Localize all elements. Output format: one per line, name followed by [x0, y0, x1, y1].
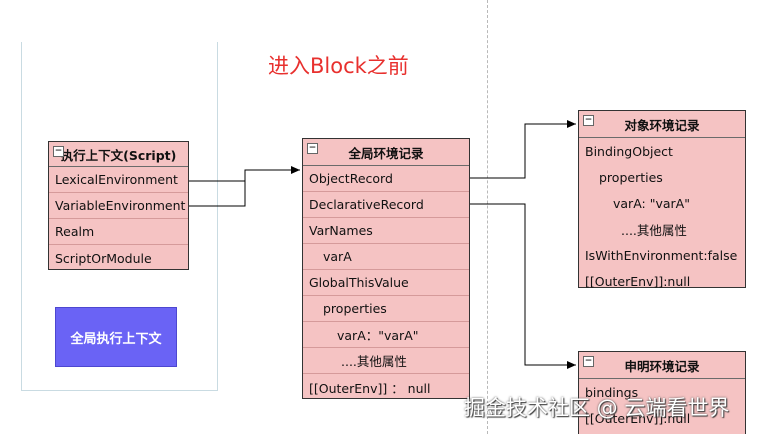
- row-var-names: VarNames: [303, 218, 469, 244]
- row-other-properties: ....其他属性: [303, 348, 469, 374]
- arrow-declarative-record: [470, 203, 576, 369]
- row-script-or-module: ScriptOrModule: [55, 250, 152, 266]
- object-env-record-table: − 对象环境记录 BindingObject properties varA: …: [578, 110, 746, 289]
- collapse-icon[interactable]: −: [53, 146, 64, 157]
- global-env-record-table: − 全局环境记录 ObjectRecord DeclarativeRecord …: [302, 138, 470, 399]
- execution-stack-frame: [21, 42, 218, 391]
- object-env-record-title: 对象环境记录: [624, 117, 700, 133]
- row-realm: Realm: [49, 219, 188, 245]
- collapse-icon[interactable]: −: [583, 356, 594, 367]
- row-global-this-value: GlobalThisValue: [303, 270, 469, 296]
- row-var-a-value: varA："varA": [303, 322, 469, 348]
- execution-context-table: − 执行上下文(Script) LexicalEnvironment Varia…: [48, 141, 189, 270]
- declarative-env-record-header: − 申明环境记录: [579, 352, 745, 379]
- row-variable-environment: VariableEnvironment: [49, 193, 188, 219]
- execution-context-header: − 执行上下文(Script): [49, 142, 188, 167]
- execution-context-title: 执行上下文(Script): [60, 147, 177, 163]
- row-properties: properties: [599, 169, 663, 185]
- row-outer-env: [[OuterEnv]] ： null: [309, 380, 431, 396]
- row-lexical-environment: LexicalEnvironment: [49, 167, 188, 193]
- collapse-icon[interactable]: −: [583, 115, 594, 126]
- row-outer-env: [[OuterEnv]]:null: [585, 273, 691, 289]
- diagram-title: 进入Block之前: [268, 54, 409, 78]
- declarative-env-record-table: − 申明环境记录 bindings [[OuterEnv]]:null: [578, 351, 746, 434]
- global-execution-context-box: 全局执行上下文: [55, 307, 177, 367]
- row-object-record: ObjectRecord: [303, 166, 469, 192]
- row-is-with-environment: IsWithEnvironment:false: [585, 247, 738, 263]
- row-properties: properties: [303, 296, 469, 322]
- arrow-variable-to-global: [189, 170, 246, 207]
- arrow-object-record: [470, 120, 576, 179]
- row-binding-object: BindingObject: [585, 143, 673, 159]
- object-env-record-header: − 对象环境记录: [579, 111, 745, 138]
- row-var-a: varA: [303, 244, 469, 270]
- collapse-icon[interactable]: −: [307, 143, 318, 154]
- divider-line: [487, 0, 488, 434]
- row-declarative-record: DeclarativeRecord: [303, 192, 469, 218]
- row-outer-env: [[OuterEnv]]:null: [585, 410, 691, 426]
- row-var-a-value: varA: "varA": [613, 195, 690, 211]
- global-env-record-header: − 全局环境记录: [303, 139, 469, 166]
- watermark-text: 掘金技术社区 @ 云端看世界: [464, 396, 730, 420]
- row-bindings: bindings: [585, 384, 639, 400]
- declarative-env-record-title: 申明环境记录: [624, 358, 700, 374]
- global-env-record-title: 全局环境记录: [348, 145, 424, 161]
- row-other-properties: ....其他属性: [621, 222, 687, 238]
